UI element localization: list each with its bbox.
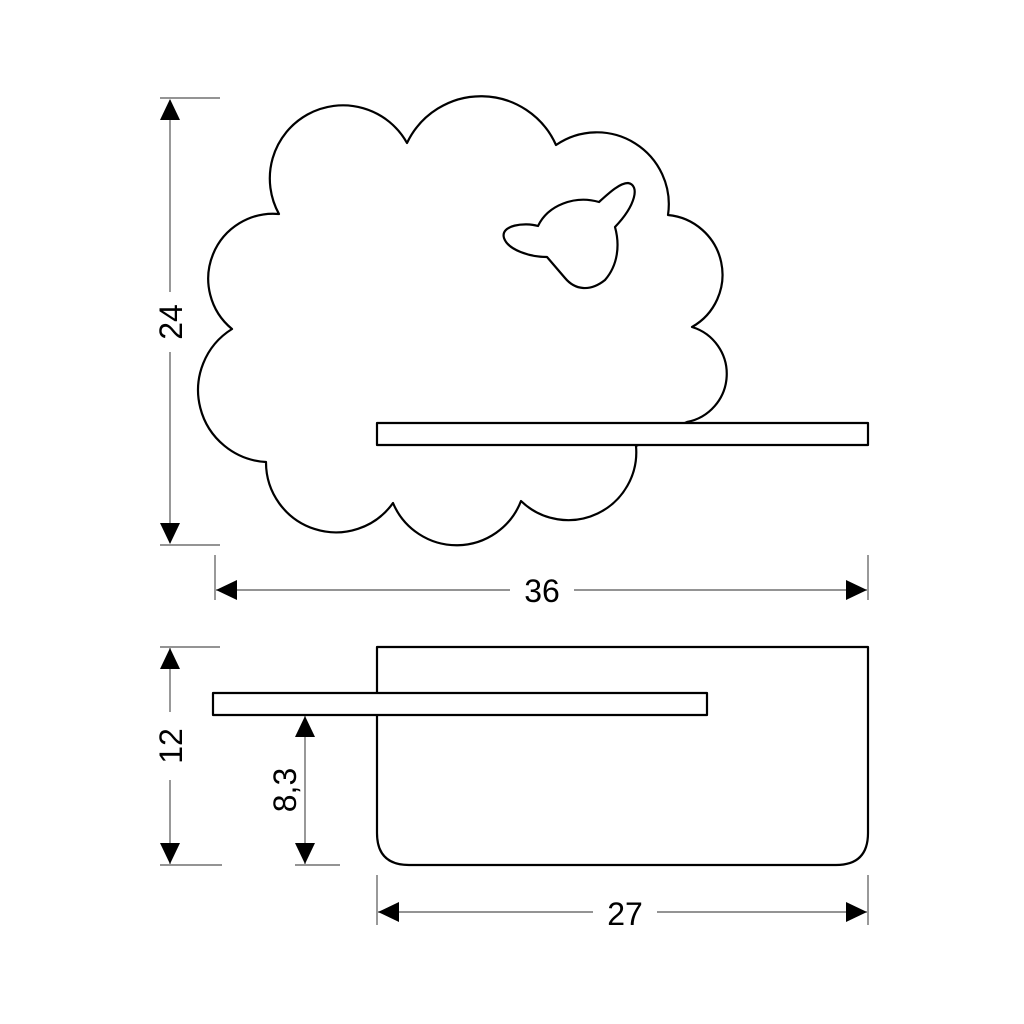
arrow-down-icon [160,843,180,864]
arrow-down-icon [295,843,315,864]
side-view [211,645,870,867]
sheep-head-shape [502,181,636,290]
front-view [197,95,870,547]
arrow-up-icon [160,99,180,120]
arrow-right-icon [846,902,867,922]
dimension-shelf-height-8-3: 8,3 [267,716,340,866]
dimension-depth-27: 27 [376,875,869,932]
arrow-up-icon [295,716,315,737]
dimension-height-24: 24 [153,97,220,546]
dimension-width-36: 36 [214,555,869,609]
dimension-label: 36 [524,573,560,609]
cloud-outline [197,95,728,547]
front-shelf [375,421,870,447]
arrow-left-icon [378,902,399,922]
dimension-label: 24 [153,304,189,340]
arrow-right-icon [846,580,867,600]
side-shelf [211,691,709,717]
arrow-down-icon [160,523,180,544]
dimension-label: 12 [153,728,189,764]
dimension-label: 27 [607,896,643,932]
arrow-left-icon [216,580,237,600]
dimension-label: 8,3 [267,768,303,812]
arrow-up-icon [160,648,180,669]
dimension-height-12: 12 [153,646,222,866]
side-body [375,645,870,867]
